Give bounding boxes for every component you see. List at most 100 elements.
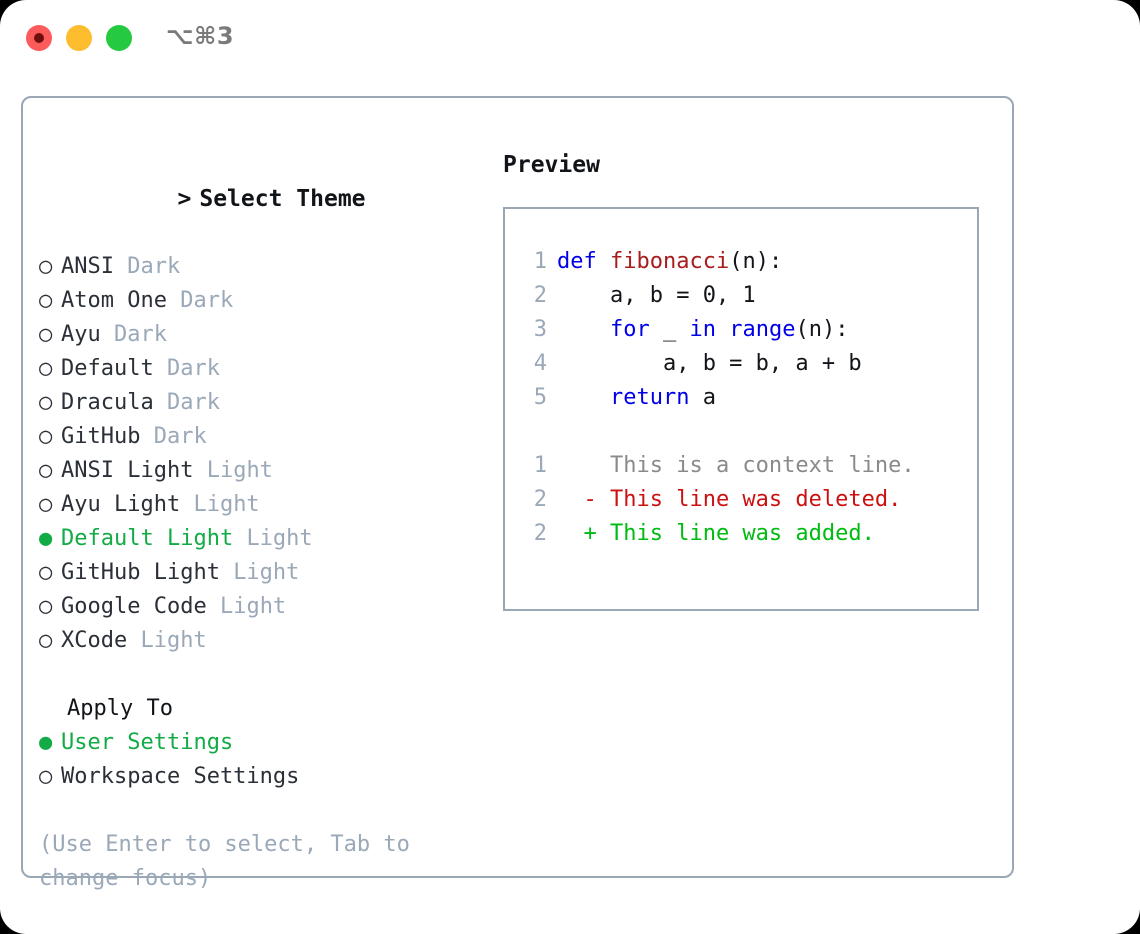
select-theme-heading: > Select Theme xyxy=(39,148,489,250)
code-line: 4 a, b = b, a + b xyxy=(517,347,971,381)
theme-option-dracula[interactable]: ○Dracula Dark xyxy=(39,386,489,420)
theme-option-label: XCode xyxy=(61,628,141,653)
code-token: (n): xyxy=(729,249,783,274)
radio-unselected-icon: ○ xyxy=(39,492,53,517)
theme-option-xcode[interactable]: ○ XCode Light xyxy=(39,624,489,658)
apply-to-list[interactable]: ●User Settings ○ Workspace Settings xyxy=(39,726,489,794)
theme-option-category: Dark xyxy=(166,356,220,381)
code-token: (n): xyxy=(795,317,849,342)
code-token: for xyxy=(609,317,650,342)
list-spacer xyxy=(39,658,489,692)
select-theme-heading-text: Select Theme xyxy=(199,186,366,212)
diff-line-del: 2 - This line was deleted. xyxy=(517,483,971,517)
theme-option-category: Light xyxy=(246,526,313,551)
diff-line-text: - This line was deleted. xyxy=(557,487,902,512)
theme-option-atom-one[interactable]: ○ Atom One Dark xyxy=(39,284,489,318)
theme-list[interactable]: ○ ANSI Dark ○ Atom One Dark ○ Ayu Dark ○ Defaul… xyxy=(39,250,489,658)
code-token xyxy=(557,317,610,342)
window-controls xyxy=(26,25,132,51)
theme-picker-dialog: > Select Theme ○ ANSI Dark ○ Atom One Dark ○ A… xyxy=(21,96,1014,891)
theme-option-ayu-light[interactable]: ○ Ayu Light Light xyxy=(39,488,489,522)
radio-unselected-icon: ○ xyxy=(39,322,53,347)
theme-option-default[interactable]: ○ Default Dark xyxy=(39,352,489,386)
theme-option-ansi-light[interactable]: ○ ANSI Light Light xyxy=(39,454,489,488)
radio-unselected-icon: ○ xyxy=(39,288,53,313)
radio-unselected-icon: ○ xyxy=(39,628,53,653)
code-blank-line xyxy=(517,415,971,449)
theme-option-ansi[interactable]: ○ ANSI Dark xyxy=(39,250,489,284)
code-token: range xyxy=(729,317,796,342)
radio-unselected-icon: ○ xyxy=(39,594,53,619)
theme-option-label: Atom One xyxy=(61,288,181,313)
code-line: 5 return a xyxy=(517,381,971,415)
diff-line-ctx: 1 This is a context line. xyxy=(517,449,971,483)
theme-option-google-code[interactable]: ○ Google Code Light xyxy=(39,590,489,624)
radio-selected-icon: ● xyxy=(39,526,53,551)
code-token: _ xyxy=(649,317,690,342)
line-number: 2 xyxy=(533,521,547,546)
radio-selected-icon: ● xyxy=(39,730,53,755)
radio-unselected-icon: ○ xyxy=(39,764,53,789)
minimize-button[interactable] xyxy=(66,25,92,51)
preview-heading: Preview xyxy=(503,152,600,178)
theme-option-label: ANSI Light xyxy=(61,458,207,483)
apply-to-option-user-settings[interactable]: ●User Settings xyxy=(39,726,489,760)
theme-option-category: Light xyxy=(219,594,287,619)
theme-option-label: GitHub Light xyxy=(61,560,234,585)
theme-option-default-light[interactable]: ● Default Light Light xyxy=(39,522,489,556)
code-token: def xyxy=(557,249,610,274)
code-token: a, b = 0, 1 xyxy=(557,283,756,308)
line-number: 2 xyxy=(533,487,547,512)
theme-option-category: Dark xyxy=(127,254,181,279)
title-bar: ⌥⌘3 xyxy=(0,0,1140,88)
theme-option-category: Light xyxy=(206,458,273,483)
code-token: a, b = b, a + b xyxy=(557,351,862,376)
theme-option-category: Dark xyxy=(153,424,207,449)
code-token xyxy=(716,317,729,342)
apply-to-option-label: Workspace Settings xyxy=(61,764,300,789)
caret-icon: > xyxy=(177,186,192,212)
apply-to-option-workspace-settings[interactable]: ○ Workspace Settings xyxy=(39,760,489,794)
line-number: 1 xyxy=(533,249,547,274)
radio-unselected-icon: ○ xyxy=(39,356,53,381)
code-line: 2 a, b = 0, 1 xyxy=(517,279,971,313)
theme-option-category: Light xyxy=(233,560,300,585)
theme-option-category: Dark xyxy=(113,322,167,347)
theme-option-ayu[interactable]: ○ Ayu Dark xyxy=(39,318,489,352)
theme-option-github-light[interactable]: ○GitHub Light Light xyxy=(39,556,489,590)
code-line: 3 for _ in range(n): xyxy=(517,313,971,347)
theme-option-label: Ayu xyxy=(61,322,114,347)
theme-option-category: Light xyxy=(193,492,260,517)
theme-option-category: Light xyxy=(140,628,207,653)
radio-unselected-icon: ○ xyxy=(39,458,53,483)
line-number: 3 xyxy=(533,317,547,342)
theme-selection-column: > Select Theme ○ ANSI Dark ○ Atom One Dark ○ A… xyxy=(39,148,489,896)
theme-option-category: Dark xyxy=(166,390,220,415)
theme-option-label: Google Code xyxy=(61,594,220,619)
close-button[interactable] xyxy=(26,25,52,51)
line-number: 2 xyxy=(533,283,547,308)
line-number: 1 xyxy=(533,453,547,478)
theme-option-label: Ayu Light xyxy=(61,492,194,517)
diff-line-text: + This line was added. xyxy=(557,521,875,546)
theme-option-label: Dracula xyxy=(61,390,167,415)
line-number: 5 xyxy=(533,385,547,410)
apply-to-heading: Apply To xyxy=(67,696,173,721)
diff-line-text: This is a context line. xyxy=(557,453,915,478)
maximize-button[interactable] xyxy=(106,25,132,51)
theme-option-category: Dark xyxy=(180,288,234,313)
theme-option-label: GitHub xyxy=(61,424,154,449)
diff-line-add: 2 + This line was added. xyxy=(517,517,971,551)
code-token: return xyxy=(609,385,690,410)
theme-option-label: Default xyxy=(61,356,167,381)
radio-unselected-icon: ○ xyxy=(39,254,53,279)
radio-unselected-icon: ○ xyxy=(39,424,53,449)
theme-option-label: Default Light xyxy=(61,526,247,551)
theme-option-label: ANSI xyxy=(61,254,128,279)
theme-option-github[interactable]: ○ GitHub Dark xyxy=(39,420,489,454)
